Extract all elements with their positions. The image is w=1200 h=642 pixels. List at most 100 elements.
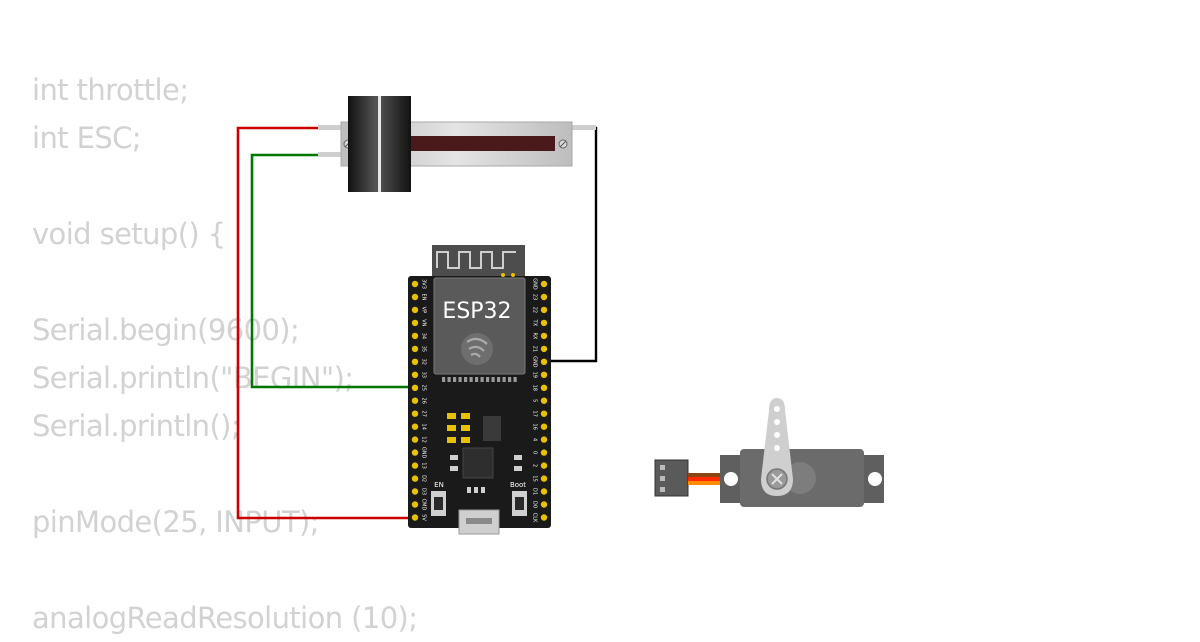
pin-label-right: 18 bbox=[532, 385, 538, 391]
pin-right[interactable] bbox=[540, 449, 548, 456]
pin-right[interactable] bbox=[540, 488, 548, 495]
castellation-pad bbox=[464, 377, 468, 382]
pin-label-right: TX bbox=[532, 319, 538, 327]
pin-left[interactable] bbox=[411, 358, 419, 365]
pin-right[interactable] bbox=[540, 293, 548, 301]
pin-label-left: 14 bbox=[421, 424, 427, 430]
pin-left[interactable] bbox=[411, 475, 419, 482]
castellation-pad bbox=[469, 377, 473, 382]
pin-left[interactable] bbox=[411, 423, 419, 430]
pin-left[interactable] bbox=[411, 293, 419, 301]
castellation-pad bbox=[508, 377, 512, 382]
usb-uart-chip bbox=[462, 447, 494, 479]
pin-right[interactable] bbox=[540, 475, 548, 482]
pin-left[interactable] bbox=[411, 397, 419, 404]
espressif-logo-icon bbox=[461, 333, 493, 365]
pin-right[interactable] bbox=[540, 501, 548, 508]
servo-motor[interactable] bbox=[654, 398, 884, 507]
pin-label-right: 19 bbox=[532, 372, 538, 378]
pin-right[interactable] bbox=[540, 332, 548, 340]
slide-potentiometer[interactable] bbox=[318, 96, 596, 192]
signal-wire[interactable] bbox=[250, 153, 415, 389]
pin-right[interactable] bbox=[540, 358, 548, 365]
pin-right[interactable] bbox=[540, 371, 548, 378]
castellation-pad bbox=[502, 377, 506, 382]
pin-right[interactable] bbox=[540, 384, 548, 391]
pin-label-right: D1 bbox=[532, 488, 538, 495]
pin-left[interactable] bbox=[411, 384, 419, 391]
pin-right[interactable] bbox=[540, 280, 548, 288]
castellation-pad bbox=[491, 377, 495, 382]
pin-right[interactable] bbox=[540, 410, 548, 417]
pin-label-left: 25 bbox=[421, 385, 427, 391]
pin-left[interactable] bbox=[411, 332, 419, 340]
pin-left[interactable] bbox=[411, 280, 419, 288]
pin-left[interactable] bbox=[411, 514, 419, 521]
pin-label-left: 27 bbox=[421, 411, 427, 417]
pin-label-left: 13 bbox=[421, 462, 427, 468]
pin-label-left: 35 bbox=[421, 346, 427, 352]
code-line: Serial.begin(9600); bbox=[32, 313, 300, 347]
module-castellations bbox=[442, 377, 517, 382]
pin-label-left: VP bbox=[421, 307, 427, 313]
pot-pin-sig bbox=[318, 152, 344, 157]
boot-label: Boot bbox=[510, 481, 526, 489]
servo-horn-screw-icon bbox=[766, 468, 788, 490]
pin-label-right: 17 bbox=[532, 411, 538, 417]
code-line: int ESC; bbox=[32, 121, 142, 155]
pin-label-left: 26 bbox=[421, 398, 427, 404]
pin-label-left: 34 bbox=[421, 333, 427, 339]
pin-left[interactable] bbox=[411, 410, 419, 417]
vcc-wire[interactable] bbox=[236, 126, 415, 520]
pin-left[interactable] bbox=[411, 462, 419, 469]
code-line: Serial.println(); bbox=[32, 409, 241, 443]
pin-label-right: 2 bbox=[532, 464, 538, 467]
pin-right[interactable] bbox=[540, 436, 548, 443]
castellation-pad bbox=[475, 377, 479, 382]
castellation-pad bbox=[497, 377, 501, 382]
pin-label-right: 15 bbox=[532, 475, 538, 481]
pin-label-left: D3 bbox=[421, 488, 427, 495]
pin-label-right: 16 bbox=[532, 424, 538, 430]
pin-label-right: 22 bbox=[532, 307, 538, 313]
esp32-module-shield bbox=[433, 277, 526, 375]
castellation-pad bbox=[513, 377, 517, 382]
pin-label-left: VN bbox=[421, 319, 427, 326]
code-line: void setup() { bbox=[32, 217, 226, 251]
code-line: analogReadResolution (10); bbox=[32, 601, 418, 635]
code-line: Serial.println("BEGIN"); bbox=[32, 361, 354, 395]
pin-right[interactable] bbox=[540, 397, 548, 404]
pin-label-left: 12 bbox=[421, 436, 427, 442]
pin-label-right: 5 bbox=[532, 399, 538, 402]
en-label: EN bbox=[434, 481, 444, 489]
pin-left[interactable] bbox=[411, 345, 419, 353]
pin-left[interactable] bbox=[411, 501, 419, 508]
pin-left[interactable] bbox=[411, 306, 419, 314]
pin-right[interactable] bbox=[540, 514, 548, 521]
servo-wire-red bbox=[688, 477, 734, 481]
castellation-pad bbox=[486, 377, 490, 382]
castellation-pad bbox=[447, 377, 451, 382]
pin-left[interactable] bbox=[411, 488, 419, 495]
pin-left[interactable] bbox=[411, 436, 419, 443]
pin-label-right: D0 bbox=[532, 501, 538, 508]
pin-right[interactable] bbox=[540, 319, 548, 327]
pin-label-right: CLK bbox=[532, 513, 538, 523]
pin-left[interactable] bbox=[411, 319, 419, 327]
pin-label-left: EN bbox=[421, 294, 427, 301]
pin-left[interactable] bbox=[411, 449, 419, 456]
pin-label-right: 0 bbox=[532, 451, 538, 454]
pin-label-right: GND bbox=[532, 278, 538, 290]
esp32-board[interactable]: ESP32 EN Boot 3V3ENVPVN34353233252627141… bbox=[408, 245, 551, 535]
pin-right[interactable] bbox=[540, 345, 548, 353]
castellation-pad bbox=[442, 377, 446, 382]
pin-right[interactable] bbox=[540, 423, 548, 430]
pin-right[interactable] bbox=[540, 462, 548, 469]
pin-label-left: 33 bbox=[421, 372, 427, 378]
pin-right[interactable] bbox=[540, 306, 548, 314]
pin-label-right: 23 bbox=[532, 294, 538, 300]
pin-left[interactable] bbox=[411, 371, 419, 378]
pot-pin-gnd bbox=[570, 125, 596, 130]
